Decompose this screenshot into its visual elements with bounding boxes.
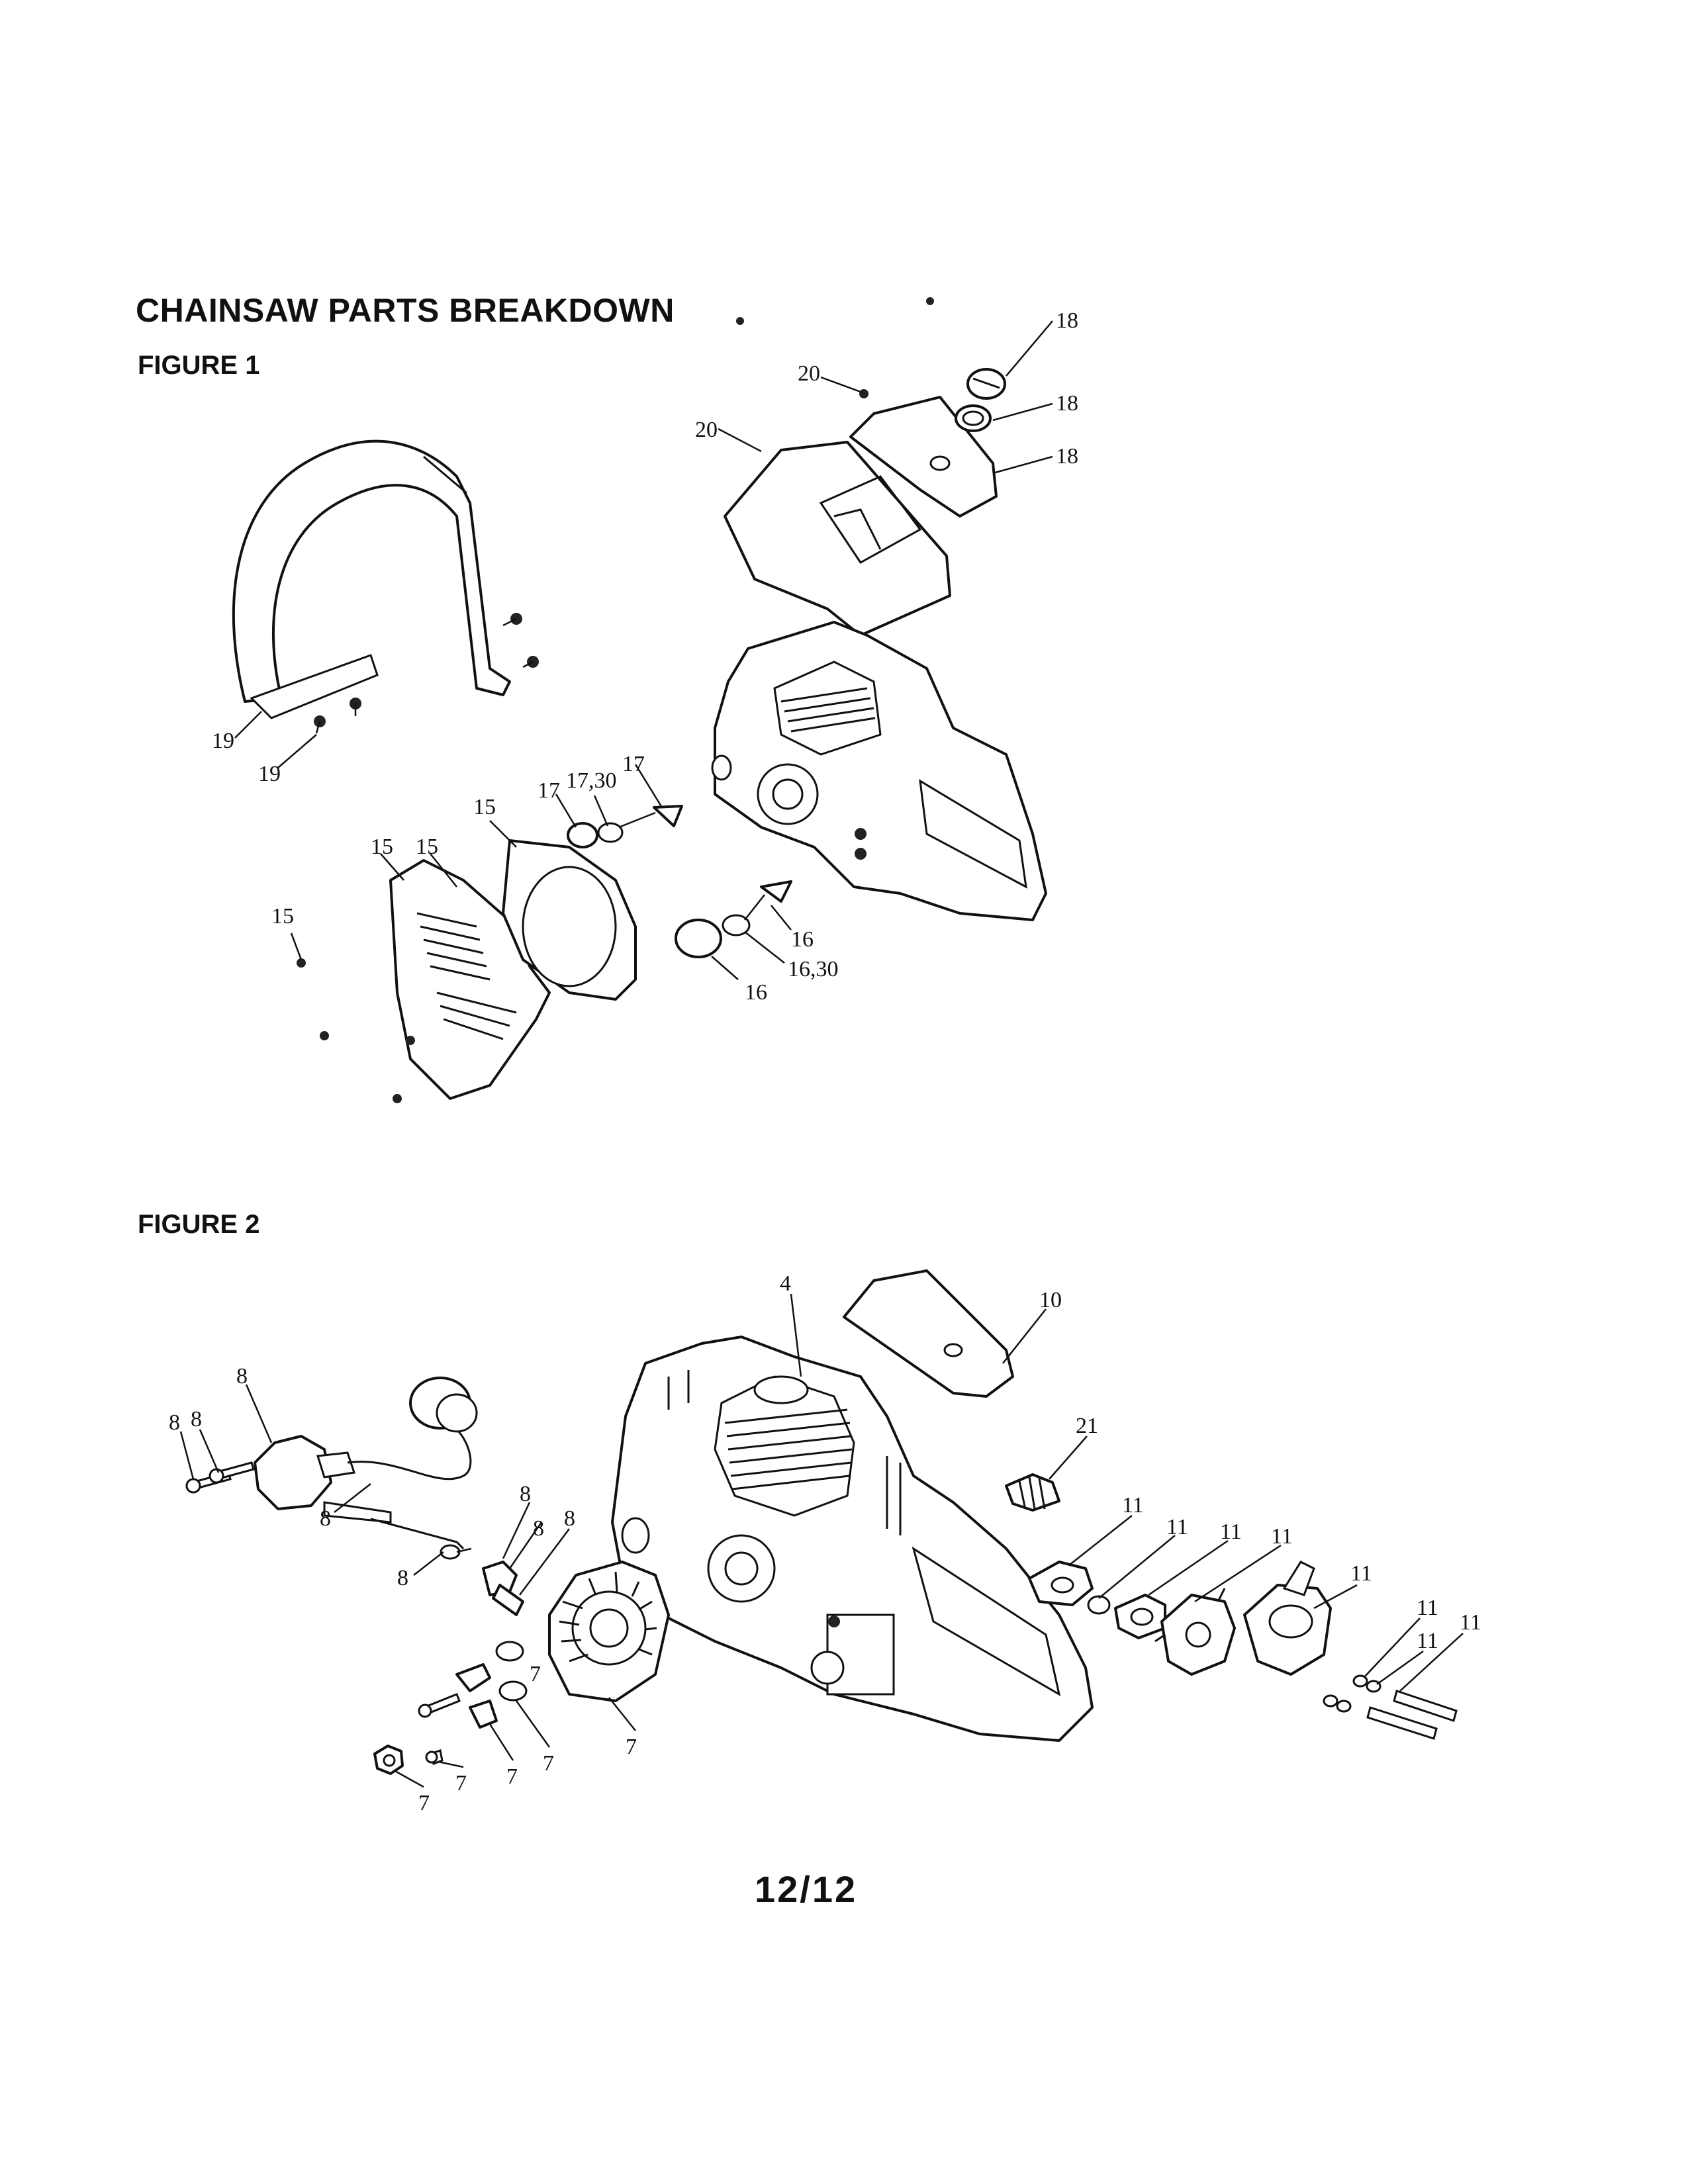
starter-cover <box>389 859 551 1100</box>
callout-label: 7 <box>455 1771 467 1796</box>
callout-label: 11 <box>1166 1515 1188 1539</box>
nut-icon <box>373 1745 404 1775</box>
callout-label: 8 <box>397 1566 408 1590</box>
callout-label: 17 <box>622 752 645 776</box>
figure-1-label: FIGURE 1 <box>138 351 260 380</box>
figure-2-leaders <box>179 1293 1464 1788</box>
callout-label: 8 <box>191 1407 202 1432</box>
callout-label: 15 <box>371 835 393 859</box>
page-number: 12/12 <box>755 1868 858 1910</box>
top-cover <box>724 441 951 637</box>
spark-plug <box>1005 1473 1060 1512</box>
callout-label: 7 <box>506 1764 518 1789</box>
callout-label: 8 <box>236 1364 248 1388</box>
page-title: CHAINSAW PARTS BREAKDOWN <box>136 292 675 329</box>
filter-knob <box>966 368 1006 400</box>
callout-label: 19 <box>258 762 281 786</box>
clutch-shoe <box>455 1663 498 1729</box>
callout-label: 15 <box>271 904 294 929</box>
ignition-switch <box>482 1561 524 1616</box>
callout-label: 11 <box>1350 1561 1372 1586</box>
callout-label: 17,30 <box>566 768 617 793</box>
bolt-icon <box>185 1461 255 1494</box>
callout-label: 11 <box>1460 1610 1481 1635</box>
engine-body <box>611 1336 1094 1742</box>
callout-label: 8 <box>520 1482 531 1506</box>
callout-label: 18 <box>1056 308 1078 333</box>
callout-label: 16,30 <box>788 957 839 981</box>
callout-label: 10 <box>1039 1288 1062 1312</box>
callout-label: 11 <box>1271 1524 1293 1549</box>
clutch-spring <box>495 1641 528 1702</box>
callout-label: 15 <box>473 795 496 819</box>
front-handle-bar <box>232 439 511 719</box>
carburetor-gasket <box>1028 1561 1111 1615</box>
callout-label: 4 <box>780 1271 791 1296</box>
callout-label: 11 <box>1417 1596 1438 1620</box>
callout-label: 18 <box>1056 444 1078 469</box>
callout-label: 17 <box>538 778 560 803</box>
carburetor-adapter <box>1243 1561 1332 1676</box>
callout-label: 20 <box>695 418 718 442</box>
callout-label: 11 <box>1122 1493 1144 1518</box>
washer-icon <box>1323 1674 1382 1713</box>
callout-label: 15 <box>416 835 438 859</box>
callout-label: 16 <box>745 980 767 1005</box>
carburetor <box>1154 1588 1236 1676</box>
callout-label: 11 <box>1417 1629 1438 1653</box>
air-filter <box>843 1269 1014 1398</box>
screw-icon <box>297 958 415 1103</box>
callout-label: 7 <box>626 1735 637 1759</box>
callout-label: 8 <box>320 1506 331 1531</box>
ignition-coil <box>254 1377 478 1550</box>
callout-label: 7 <box>418 1791 430 1815</box>
ignition-terminal <box>440 1544 472 1560</box>
carburetor-stud <box>1366 1690 1458 1740</box>
flywheel <box>548 1561 670 1702</box>
oil-cap <box>567 805 683 848</box>
callout-label: 11 <box>1220 1520 1242 1544</box>
callout-label: 8 <box>564 1506 575 1531</box>
callout-label: 8 <box>169 1410 180 1435</box>
screw-icon <box>736 297 934 398</box>
intake-flange <box>1114 1594 1166 1639</box>
engine-body <box>711 621 1047 921</box>
callout-label: 21 <box>1076 1414 1098 1438</box>
callout-label: 20 <box>798 361 820 386</box>
callout-label: 8 <box>533 1516 544 1541</box>
callout-label: 19 <box>212 729 234 753</box>
callout-label: 18 <box>1056 391 1078 416</box>
figure-2-label: FIGURE 2 <box>138 1210 260 1239</box>
fuel-cap <box>675 880 792 958</box>
bolt-icon <box>418 1693 461 1765</box>
screw-icon <box>314 613 539 734</box>
starter-plate <box>502 839 637 1001</box>
filter-ring <box>955 404 992 432</box>
callout-label: 16 <box>791 927 814 952</box>
callout-label: 7 <box>543 1751 554 1776</box>
figure-1-callouts: 20 18 18 20 18 19 19 17 17,30 17 15 15 1… <box>212 308 1078 1005</box>
figure-2-callouts: 4 10 8 8 8 8 8 8 8 8 21 11 11 11 11 11 1… <box>169 1271 1481 1815</box>
callout-label: 7 <box>530 1662 541 1686</box>
figure-1-leaders <box>234 320 1053 980</box>
